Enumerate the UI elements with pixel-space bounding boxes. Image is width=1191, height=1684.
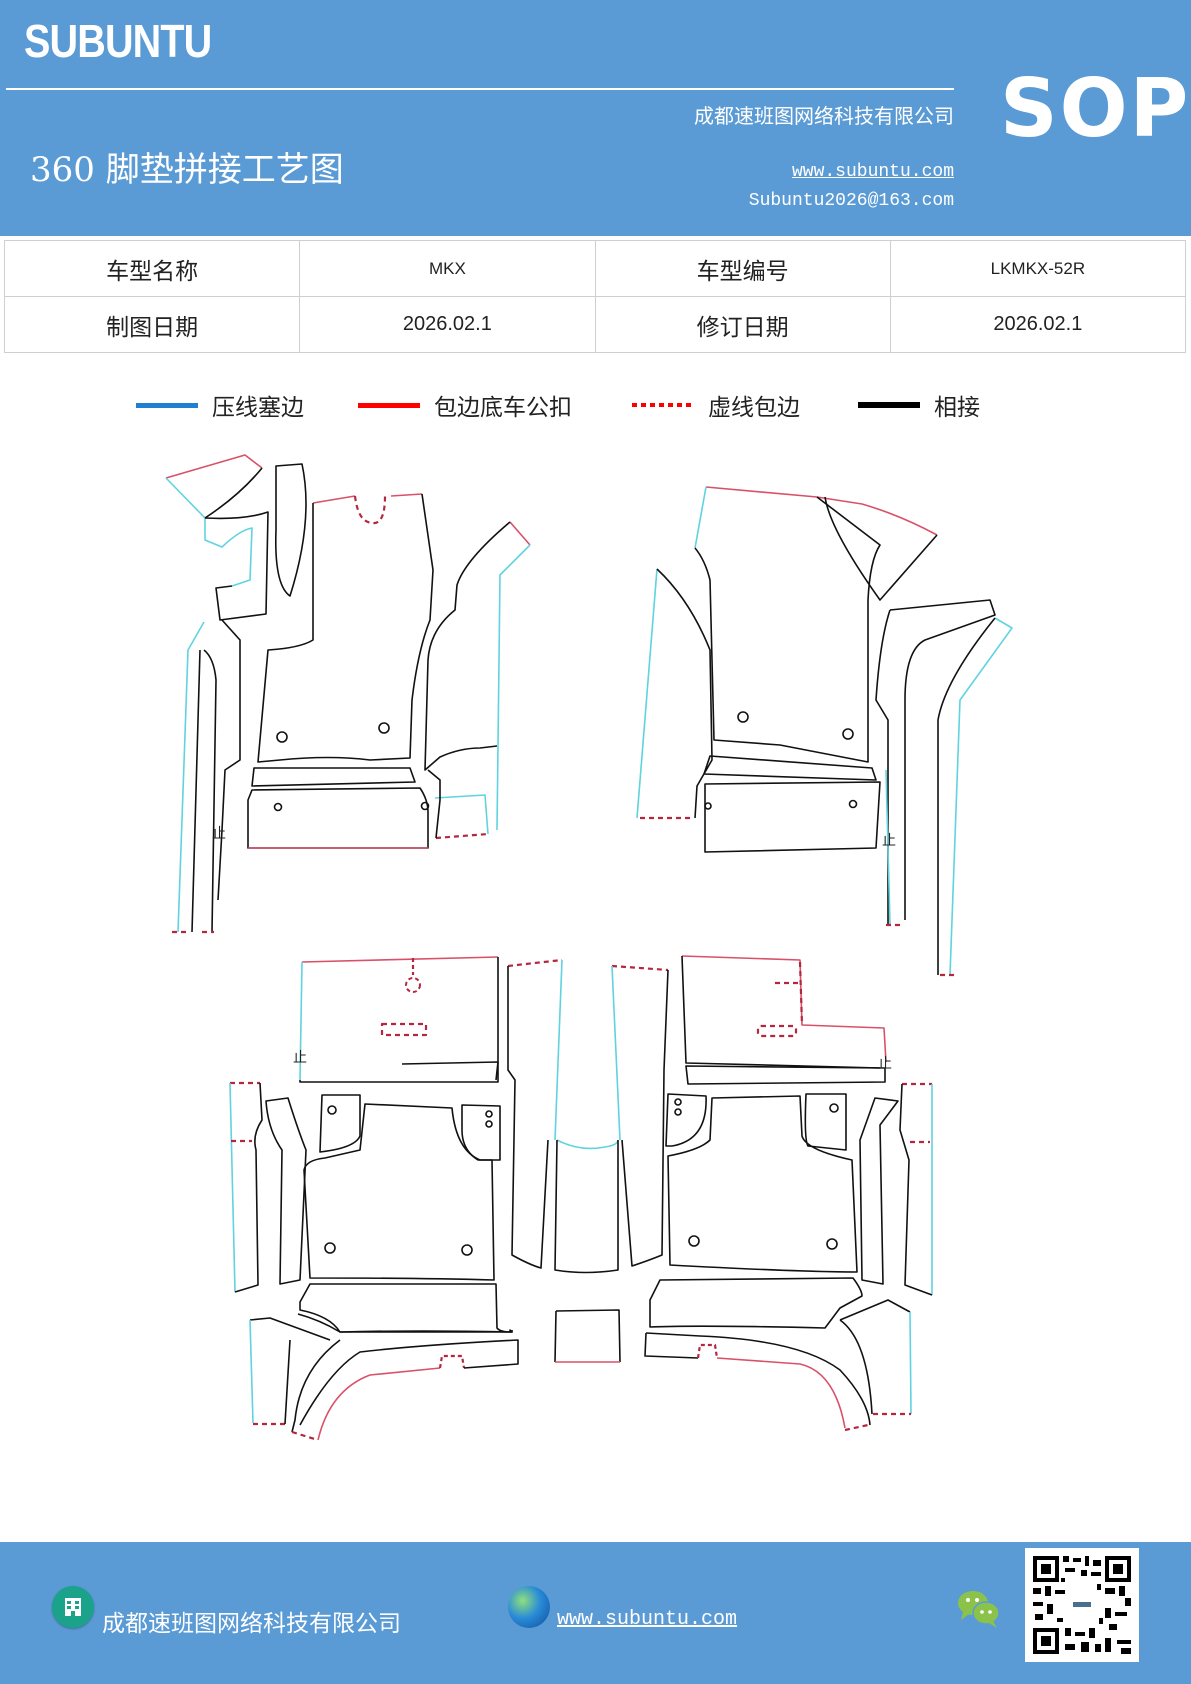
table-row: 车型名称 MKX 车型编号 LKMKX-52R bbox=[3, 240, 1187, 297]
wechat-icon[interactable] bbox=[955, 1586, 1003, 1630]
legend-label: 包边底车公扣 bbox=[434, 395, 572, 421]
svg-text:止: 止 bbox=[878, 1056, 892, 1072]
draw-date-value: 2026.02.1 bbox=[299, 296, 596, 353]
front-left-pieces: 止 bbox=[165, 454, 531, 934]
vehicle-info-table: 车型名称 MKX 车型编号 LKMKX-52R 制图日期 2026.02.1 修… bbox=[3, 240, 1187, 353]
legend-label: 相接 bbox=[934, 395, 980, 421]
floor-mat-pattern-diagram: 止 止 止 bbox=[165, 454, 1013, 1440]
revision-date-label: 修订日期 bbox=[594, 296, 891, 353]
revision-date-value: 2026.02.1 bbox=[889, 296, 1187, 353]
company-name: 成都速班图网络科技有限公司 bbox=[694, 104, 954, 128]
black-line-swatch-icon bbox=[858, 402, 920, 408]
footer-banner: 成都速班图网络科技有限公司 www.subuntu.com bbox=[0, 1542, 1191, 1684]
legend-item-dashed-wrap: 虚线包边 bbox=[632, 388, 800, 422]
model-name-label: 车型名称 bbox=[3, 240, 301, 297]
red-line-swatch-icon bbox=[358, 402, 420, 408]
website-link[interactable]: www.subuntu.com bbox=[791, 162, 954, 182]
building-icon bbox=[52, 1586, 94, 1628]
legend-item-press-edge: 压线塞边 bbox=[136, 388, 304, 422]
globe-icon bbox=[508, 1586, 550, 1628]
legend-item-joint: 相接 bbox=[858, 388, 980, 422]
legend-label: 虚线包边 bbox=[708, 395, 800, 421]
email-link[interactable]: Subuntu2026@163.com bbox=[748, 191, 954, 211]
svg-text:止: 止 bbox=[212, 826, 226, 842]
model-name-value: MKX bbox=[299, 240, 596, 297]
sop-badge: SOP bbox=[1000, 62, 1191, 155]
qr-code-icon bbox=[1025, 1548, 1139, 1662]
model-code-label: 车型编号 bbox=[594, 240, 891, 297]
header-divider bbox=[6, 88, 954, 90]
front-right-pieces: 止 bbox=[636, 486, 1013, 977]
model-code-value: LKMKX-52R bbox=[889, 240, 1187, 297]
brand-logo: SUBUNTU bbox=[24, 15, 212, 67]
rear-right-pieces: 止 bbox=[611, 955, 933, 1432]
footer-website-link[interactable]: www.subuntu.com bbox=[557, 1608, 738, 1631]
table-row: 制图日期 2026.02.1 修订日期 2026.02.1 bbox=[3, 296, 1187, 353]
legend-label: 压线塞边 bbox=[212, 395, 304, 421]
rear-left-pieces: 止 bbox=[229, 956, 621, 1440]
page-title: 360 脚垫拼接工艺图 bbox=[30, 150, 344, 190]
red-dotted-swatch-icon bbox=[632, 403, 694, 407]
blue-line-swatch-icon bbox=[136, 402, 198, 408]
footer-company-name: 成都速班图网络科技有限公司 bbox=[102, 1611, 401, 1637]
draw-date-label: 制图日期 bbox=[3, 296, 301, 353]
legend-item-wrap-buckle: 包边底车公扣 bbox=[358, 388, 572, 422]
svg-text:止: 止 bbox=[882, 833, 896, 849]
line-legend: 压线塞边 包边底车公扣 虚线包边 相接 bbox=[0, 388, 1191, 428]
header-banner: SUBUNTU 360 脚垫拼接工艺图 成都速班图网络科技有限公司 www.su… bbox=[0, 0, 1191, 236]
svg-text:止: 止 bbox=[293, 1050, 307, 1066]
